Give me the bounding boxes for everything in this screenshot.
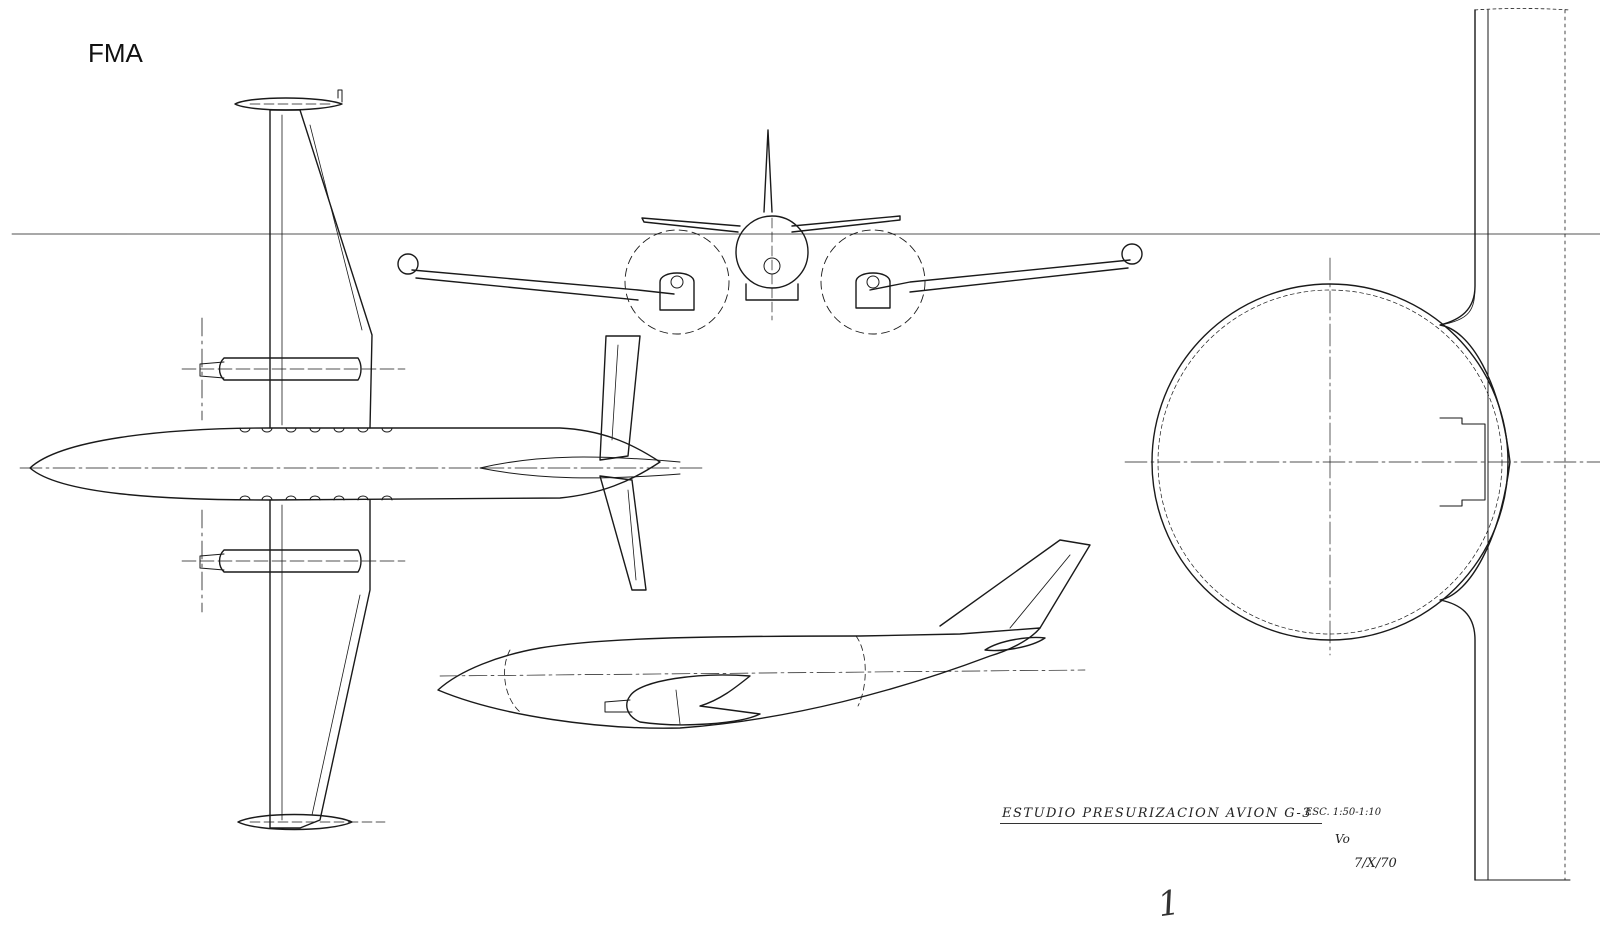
side-fin	[939, 539, 1091, 629]
plan-tail-upper	[599, 335, 641, 461]
front-prop-disc-right	[820, 229, 926, 335]
drawing-title: ESTUDIO PRESURIZACION AVION G-3	[1000, 806, 1323, 824]
company-label: FMA	[88, 38, 143, 68]
scale-note: ESC. 1:50-1:10	[1305, 807, 1382, 818]
front-wing-left	[411, 269, 675, 301]
front-nacelle-left	[659, 272, 695, 311]
front-tip-tank-right	[1121, 243, 1143, 265]
front-view	[397, 129, 1143, 335]
plan-wing-lower	[269, 499, 371, 829]
drawing-date: 7/X/70	[1354, 856, 1397, 871]
front-prop-disc-left	[624, 229, 730, 335]
plan-fuselage	[29, 427, 661, 501]
front-wing-right	[869, 259, 1131, 293]
title-underline	[1000, 823, 1323, 824]
front-nacelle-right	[855, 272, 891, 309]
plan-view	[19, 89, 706, 831]
drawing-title-text: ESTUDIO PRESURIZACION AVION G-3	[1002, 806, 1313, 821]
front-stabilizer	[641, 215, 901, 233]
plan-nacelle-lower	[218, 549, 362, 573]
section-frame	[1439, 9, 1511, 881]
side-fuselage	[437, 627, 1041, 729]
side-nacelle	[626, 674, 761, 726]
plan-tail-lower	[599, 475, 647, 591]
front-fin	[763, 129, 773, 213]
fuselage-cross-section	[1124, 8, 1600, 881]
plan-nacelle-upper	[218, 357, 362, 381]
front-tip-tank-left	[397, 253, 419, 275]
side-view	[437, 539, 1091, 729]
approval-mark: Vo	[1335, 832, 1350, 846]
plan-tip-tank-upper	[234, 97, 343, 111]
